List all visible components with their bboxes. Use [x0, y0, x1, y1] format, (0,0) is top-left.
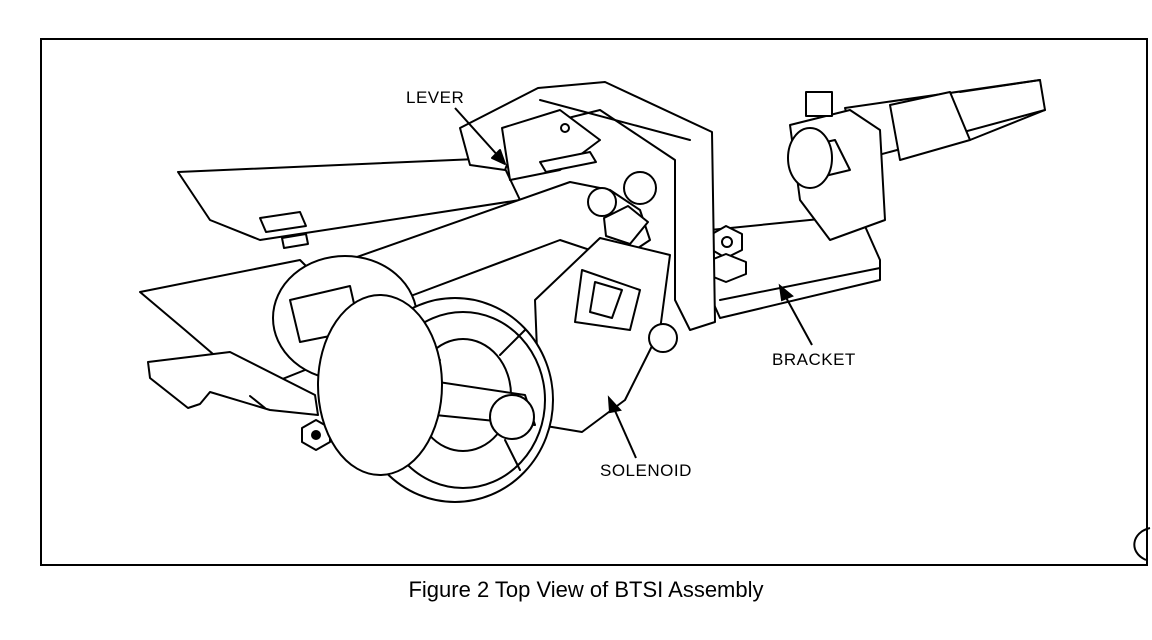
lever-leader — [454, 107, 506, 165]
pivot-nut — [301, 419, 331, 451]
tilt-lever — [147, 351, 319, 416]
wheel-hub — [272, 255, 554, 503]
label-solenoid: SOLENOID — [600, 461, 692, 480]
figure-caption: Figure 2 Top View of BTSI Assembly — [408, 577, 764, 602]
label-bracket: BRACKET — [772, 350, 856, 369]
lever-frame — [459, 81, 716, 331]
solenoid-leader — [607, 395, 637, 459]
figure-frame — [40, 38, 1148, 566]
right-shaft — [844, 79, 1046, 161]
bracket-part — [709, 91, 886, 319]
solenoid-body — [534, 237, 678, 433]
corner-mark — [1133, 527, 1151, 561]
bracket-leader — [778, 283, 813, 346]
label-lever: LEVER — [406, 88, 465, 107]
mounting-bolt — [705, 225, 747, 283]
